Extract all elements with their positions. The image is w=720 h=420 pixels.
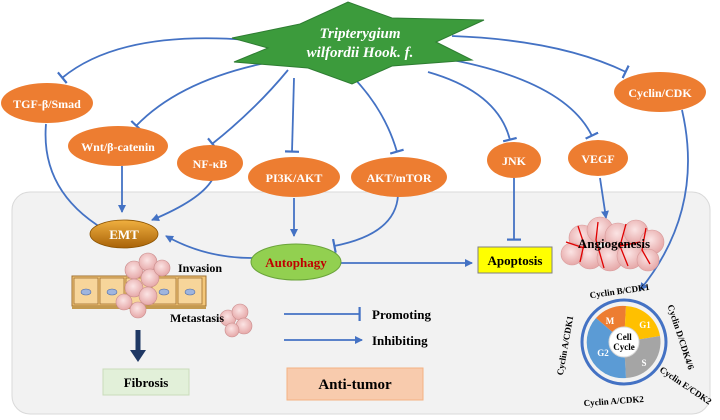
pathway-wnt: Wnt/β-catenin: [68, 126, 168, 166]
inhibit-nfkb-arrow: [207, 69, 289, 150]
apoptosis-label: Apoptosis: [488, 253, 543, 268]
pathway-tgf-label: TGF-β/Smad: [13, 97, 81, 111]
apoptosis-node: Apoptosis: [477, 246, 553, 274]
antitumor-node: Anti-tumor: [286, 367, 424, 401]
center-title-line2: wilfordii Hook. f.: [307, 45, 414, 61]
pathway-nfkb-label: NF-κB: [193, 157, 228, 171]
inhibit-cdk-arrow: [451, 35, 630, 79]
inhibit-jnk-arrow: [427, 71, 517, 143]
metastatic-cells: [219, 303, 253, 338]
autophagy-to-emt-arrow: [165, 235, 253, 259]
inhibit-vegf-arrow: [441, 57, 599, 140]
pathway-tgf: TGF-β/Smad: [1, 83, 93, 123]
pathway-pi3k-label: PI3K/AKT: [266, 171, 323, 185]
mtor-inhibit-autophagy-arrow: [331, 194, 399, 254]
pathway-jnk-label: JNK: [502, 154, 527, 168]
center-star: Tripterygium wilfordii Hook. f.: [231, 1, 485, 85]
cell-cycle-center-line1: Cell: [616, 332, 632, 342]
invading-tumor-cells: [115, 252, 171, 319]
star-shape: [231, 1, 485, 85]
nfkb-to-emt-arrow: [151, 179, 213, 221]
tissue-illustration: Invasion Metastasis: [71, 252, 253, 362]
phase-m-label: M: [606, 316, 615, 326]
pathway-jnk: JNK: [487, 142, 541, 178]
cell-cycle-center-line2: Cycle: [613, 342, 635, 352]
autophagy-label: Autophagy: [265, 255, 327, 270]
pathway-cdk: Cyclin/CDK: [614, 72, 706, 112]
cdk-to-cellcycle-arrow: [639, 109, 689, 291]
pathway-vegf-label: VEGF: [581, 152, 614, 166]
legend: Promoting Inhibiting: [284, 307, 431, 348]
blood-vessels: [565, 221, 651, 269]
phase-g2-segment: [586, 318, 626, 379]
vegf-to-angiogenesis-arrow: [599, 177, 609, 219]
emt-label: EMT: [109, 227, 139, 242]
inhibit-wnt-arrow: [130, 61, 271, 132]
invasion-label: Invasion: [178, 261, 222, 275]
pathway-mtor-label: AKT/mTOR: [366, 171, 431, 185]
to-fibrosis-arrowhead: [130, 350, 146, 362]
angiogenesis-label: Angiogenesis: [578, 236, 650, 251]
pathway-pi3k: PI3K/AKT: [248, 157, 340, 197]
center-title-line1: Tripterygium: [319, 26, 400, 42]
fibrosis-node: Fibrosis: [102, 368, 190, 396]
emt-node: EMT: [89, 219, 159, 249]
pathway-nfkb: NF-κB: [177, 145, 243, 181]
phase-g2-label: G2: [597, 348, 609, 358]
tgf-to-emt-arrow: [44, 123, 113, 235]
legend-inhibiting-label: Inhibiting: [372, 333, 428, 348]
inhibit-pi3k-arrow: [284, 77, 300, 153]
complex-a2-label: Cyclin A/CDK2: [583, 394, 644, 408]
nuclei: [80, 288, 196, 296]
connector-arrows: [44, 35, 689, 291]
antitumor-label: Anti-tumor: [318, 377, 392, 393]
phase-s-label: S: [641, 358, 646, 368]
angiogenesis-node: Angiogenesis: [560, 216, 665, 272]
autophagy-node: Autophagy: [250, 243, 342, 281]
phase-g1-label: G1: [639, 320, 651, 330]
pathway-wnt-label: Wnt/β-catenin: [81, 140, 155, 154]
pathway-mtor: AKT/mTOR: [351, 157, 447, 197]
inhibit-mtor-arrow: [351, 75, 404, 155]
metastasis-label: Metastasis: [170, 311, 224, 325]
fibrosis-label: Fibrosis: [124, 375, 169, 390]
inhibit-tgf-arrow: [57, 37, 249, 84]
pathway-cdk-label: Cyclin/CDK: [628, 86, 692, 100]
legend-promoting-label: Promoting: [372, 307, 431, 322]
pathway-vegf: VEGF: [568, 140, 628, 176]
